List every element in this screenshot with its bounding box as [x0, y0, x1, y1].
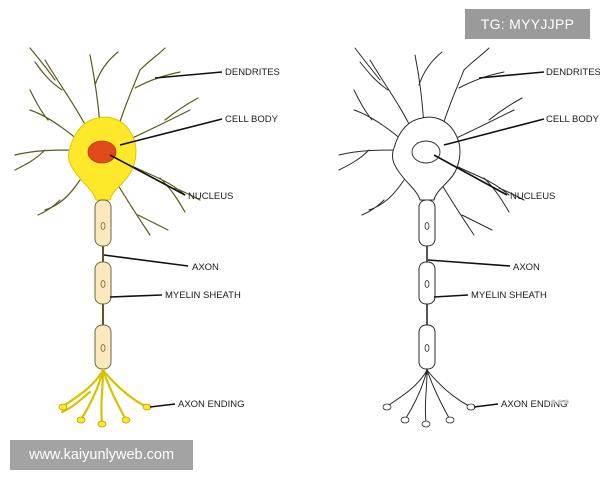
outline-label-lines [427, 71, 545, 408]
label-cell-body: CELL BODY [225, 114, 279, 125]
colored-myelin-sheaths [94, 199, 112, 370]
label-nucleus: NUCLEUS [510, 191, 555, 202]
watermark-logo-icon: ●●● [550, 396, 570, 408]
label-nucleus: NUCLEUS [188, 191, 233, 202]
label-myelin-sheath: MYELIN SHEATH [471, 290, 547, 301]
outline-terminal-buttons [382, 403, 476, 428]
outline-nucleus [411, 140, 441, 164]
colored-axon-endings [60, 368, 147, 424]
label-axon: AXON [192, 262, 219, 273]
watermark-bottom: www.kaiyunlyweb.com [10, 440, 193, 470]
label-myelin-sheath: MYELIN SHEATH [165, 290, 241, 301]
colored-nucleus [87, 140, 117, 164]
outline-neuron: DENDRITES CELL BODY NUCLEUS AXON MYELIN … [338, 47, 600, 428]
colored-terminal-buttons [58, 403, 152, 428]
outline-myelin-sheaths [418, 199, 436, 370]
outline-axon-endings [388, 369, 470, 423]
label-axon: AXON [513, 262, 540, 273]
watermark-top: TG: MYYJJPP [465, 9, 590, 39]
label-cell-body: CELL BODY [546, 114, 600, 125]
label-dendrites: DENDRITES [225, 67, 280, 78]
colored-neuron: DENDRITES CELL BODY NUCLEUS AXON MYELIN … [14, 47, 280, 428]
label-axon-ending: AXON ENDING [178, 399, 245, 410]
label-axon-ending: AXON ENDING [501, 399, 568, 410]
label-dendrites: DENDRITES [546, 67, 600, 78]
colored-label-lines [103, 71, 223, 408]
